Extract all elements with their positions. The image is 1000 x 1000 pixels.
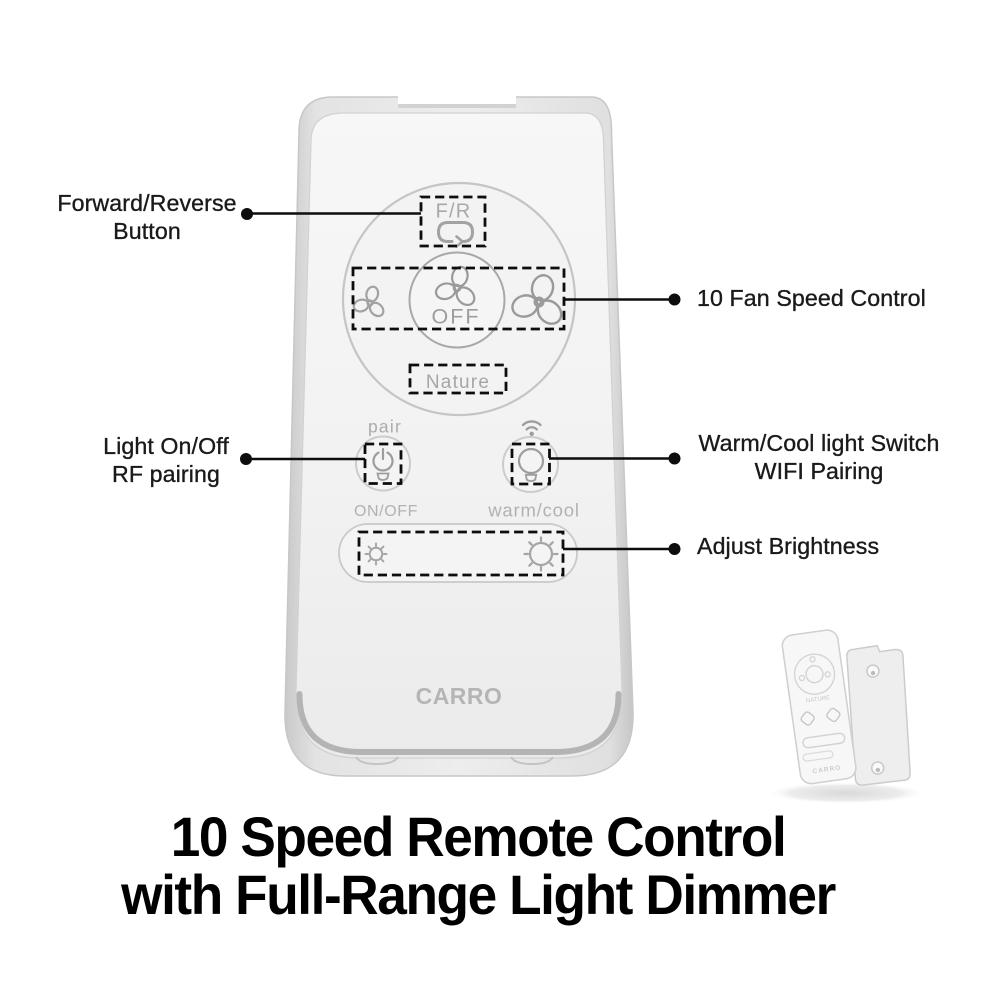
svg-text:OFF: OFF — [432, 305, 481, 329]
svg-text:pair: pair — [368, 417, 402, 437]
svg-text:F/R: F/R — [436, 201, 472, 223]
svg-text:warm/cool: warm/cool — [487, 500, 580, 521]
svg-text:Nature: Nature — [426, 372, 490, 393]
svg-text:CARRO: CARRO — [416, 683, 503, 709]
svg-text:ON/OFF: ON/OFF — [354, 503, 418, 520]
svg-text:CARRO: CARRO — [812, 764, 842, 775]
svg-text:NATURE: NATURE — [806, 695, 831, 704]
